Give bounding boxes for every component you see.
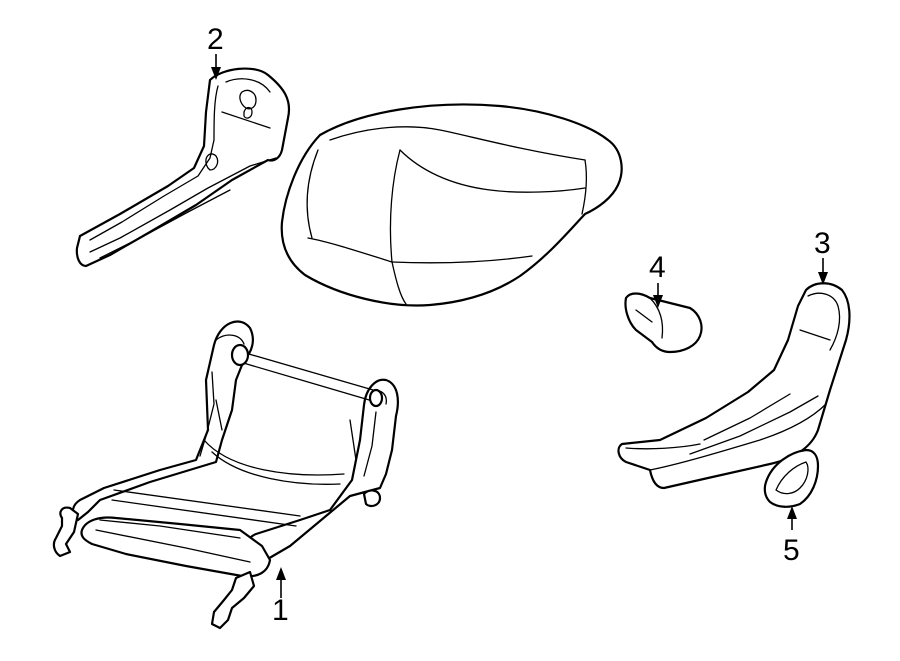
callout-5: 5 bbox=[783, 506, 800, 567]
callout-5-label: 5 bbox=[783, 534, 800, 567]
callout-2-label: 2 bbox=[207, 23, 224, 56]
part-1-seat-frame bbox=[52, 320, 399, 630]
callout-4-label: 4 bbox=[649, 251, 666, 284]
part-4-cap bbox=[624, 292, 703, 354]
seat-cushion bbox=[280, 103, 623, 307]
part-3-side-trim bbox=[617, 282, 851, 490]
callout-3: 3 bbox=[814, 227, 831, 285]
part-5-knob bbox=[763, 448, 820, 508]
callout-1-label: 1 bbox=[272, 594, 289, 627]
callout-2: 2 bbox=[207, 23, 224, 80]
callout-1: 1 bbox=[272, 567, 289, 627]
part-2-side-trim bbox=[75, 67, 291, 268]
callout-3-label: 3 bbox=[814, 227, 831, 260]
callout-4: 4 bbox=[649, 251, 666, 308]
